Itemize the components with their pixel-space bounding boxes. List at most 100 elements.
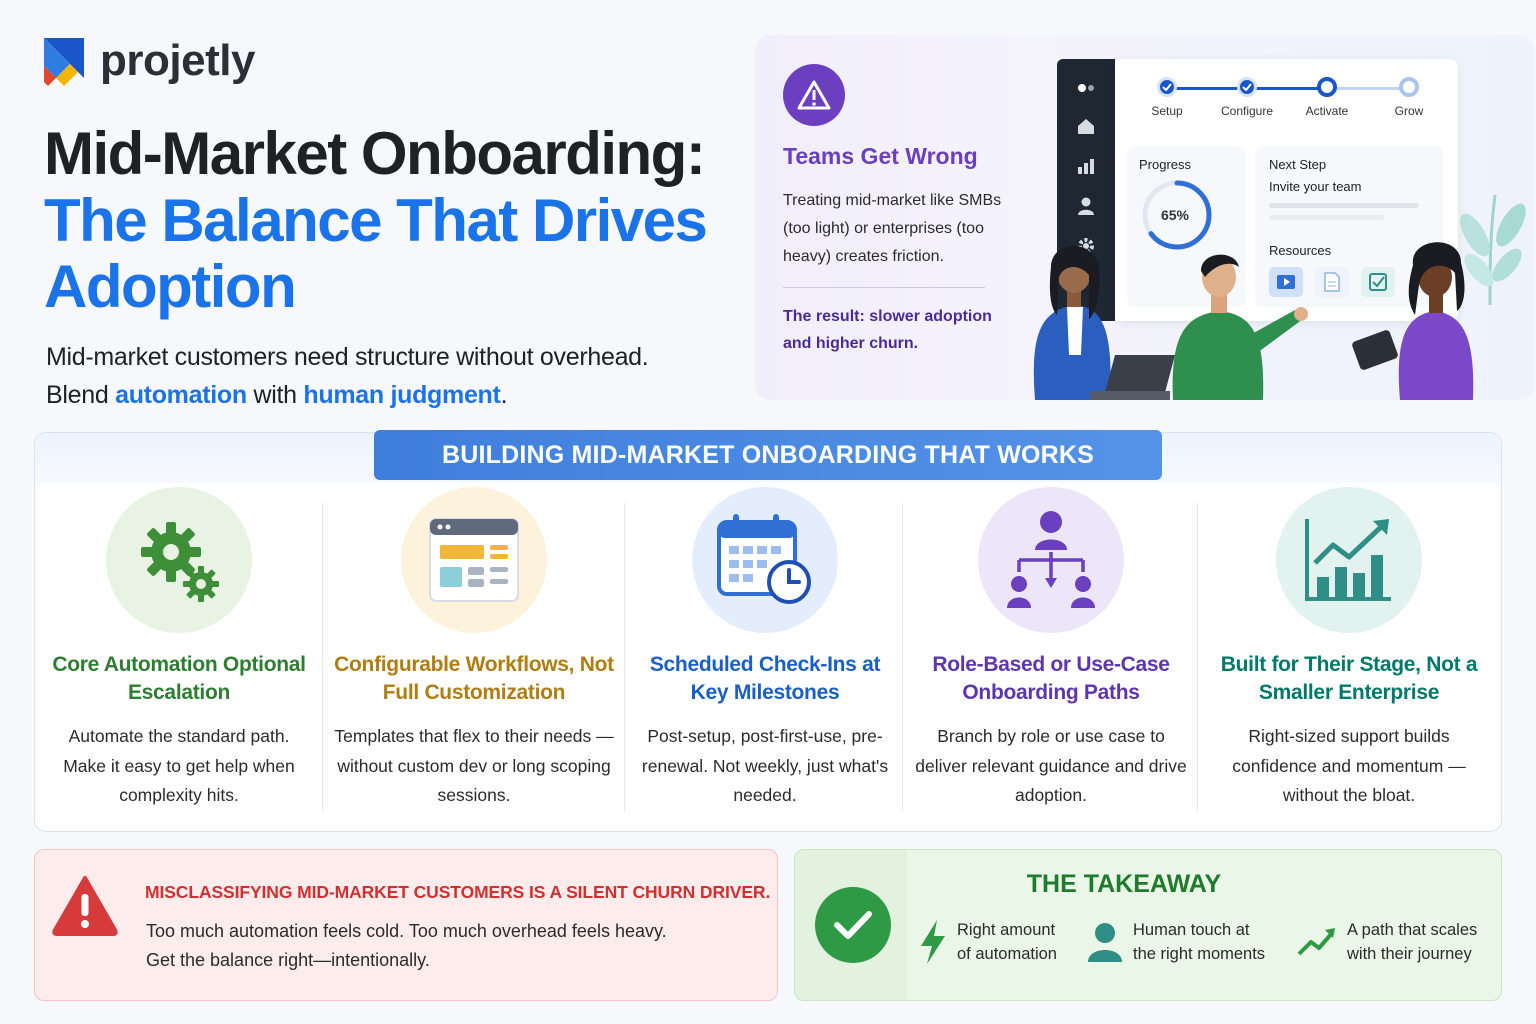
column-body: Templates that flex to their needs — wit… bbox=[334, 726, 614, 805]
teams-get-wrong-card: Teams Get Wrong Treating mid-market like… bbox=[755, 35, 1535, 400]
next-step-value[interactable]: Invite your team bbox=[1269, 179, 1362, 194]
step-grow[interactable]: Grow bbox=[1369, 77, 1449, 118]
home-icon[interactable] bbox=[1075, 115, 1097, 137]
takeaway-text: A path that scales with their journey bbox=[1347, 918, 1477, 966]
takeaway-text: Human touch at the right moments bbox=[1133, 918, 1265, 966]
placeholder-bar bbox=[1269, 215, 1384, 220]
takeaway-line: the right moments bbox=[1133, 945, 1266, 963]
column-body: Post-setup, post-first-use, pre-renewal.… bbox=[641, 726, 889, 805]
settings-gear-icon[interactable] bbox=[1075, 235, 1097, 257]
checkmark-icon bbox=[815, 887, 891, 963]
column-title: Configurable Workflows, Not Full Customi… bbox=[334, 653, 614, 704]
step-label: Setup bbox=[1151, 104, 1183, 118]
column-title: Role-Based or Use-Case Onboarding Paths bbox=[932, 653, 1170, 704]
subtitle-suffix: . bbox=[500, 381, 508, 409]
takeaway-item-human-touch: Human touch at the right moments bbox=[1087, 918, 1265, 966]
subtitle-prefix: Blend bbox=[46, 381, 116, 409]
subtitle-line-2: Blend automation with human judgment. bbox=[46, 376, 648, 414]
woman-laptop-illustration bbox=[1033, 245, 1175, 400]
progress-widget: Progress 65% bbox=[1127, 147, 1245, 307]
checklist-resource-icon[interactable] bbox=[1361, 267, 1395, 297]
man-pointing-illustration bbox=[1172, 254, 1308, 400]
warning-icon bbox=[783, 64, 845, 126]
step-setup[interactable]: Setup bbox=[1127, 77, 1207, 118]
column-title: Core Automation Optional Escalation bbox=[52, 653, 306, 704]
team-illustration bbox=[1033, 242, 1474, 400]
template-window-icon bbox=[401, 487, 547, 633]
column-divider bbox=[1197, 503, 1198, 811]
step-label: Activate bbox=[1305, 104, 1349, 118]
brand-name: projetly bbox=[100, 36, 255, 85]
title-line-1: Mid-Market Onboarding: bbox=[44, 120, 706, 187]
page-subtitle: Mid-market customers need structure with… bbox=[46, 338, 649, 414]
column-title: Built for Their Stage, Not a Smaller Ent… bbox=[1220, 653, 1478, 704]
takeaway-line: Human touch at bbox=[1133, 921, 1250, 939]
future-step-icon bbox=[1399, 77, 1419, 97]
wrong-title: Teams Get Wrong bbox=[783, 143, 978, 169]
alert-body: Too much automation feels cold. Too much… bbox=[146, 917, 667, 975]
takeaway-line: Right amount bbox=[957, 921, 1056, 939]
gears-icon bbox=[106, 487, 252, 633]
menu-dots-icon[interactable] bbox=[1075, 77, 1097, 99]
leaf-decoration-icon bbox=[1460, 194, 1526, 305]
stepper-line-remaining bbox=[1327, 87, 1409, 90]
subtitle-mid: with bbox=[246, 381, 304, 409]
resources-label: Resources bbox=[1269, 243, 1332, 258]
column-title: Scheduled Check-Ins at Key Milestones bbox=[649, 653, 881, 704]
placeholder-bar bbox=[1269, 203, 1419, 208]
wrong-result: The result: slower adoption and higher c… bbox=[783, 308, 992, 352]
projetly-logo-icon bbox=[44, 38, 84, 86]
lightning-icon bbox=[921, 920, 945, 964]
branching-roles-icon bbox=[978, 487, 1124, 633]
column-divider bbox=[902, 503, 903, 811]
app-dashboard-panel: Setup Configure Activate Grow Progress 6… bbox=[1115, 59, 1458, 321]
highlight-automation: automation bbox=[115, 381, 247, 409]
document-resource-icon[interactable] bbox=[1315, 267, 1349, 297]
churn-warning-card: MISCLASSIFYING MID-MARKET CUSTOMERS IS A… bbox=[34, 849, 778, 1001]
step-label: Grow bbox=[1394, 104, 1424, 118]
takeaway-line: with their journey bbox=[1347, 945, 1472, 963]
woman-tablet-illustration bbox=[1352, 242, 1474, 400]
user-icon[interactable] bbox=[1075, 195, 1097, 217]
building-onboarding-section: BUILDING MID-MARKET ONBOARDING THAT WORK… bbox=[34, 430, 1502, 832]
alert-title: MISCLASSIFYING MID-MARKET CUSTOMERS IS A… bbox=[145, 882, 771, 902]
highlight-human-judgment: human judgment bbox=[303, 381, 501, 409]
subtitle-line-1: Mid-market customers need structure with… bbox=[46, 343, 649, 371]
column-core-automation: Core Automation Optional Escalation Auto… bbox=[45, 487, 313, 817]
video-resource-icon[interactable] bbox=[1269, 267, 1303, 297]
onboarding-stepper: Setup Configure Activate Grow bbox=[1127, 77, 1447, 127]
step-configure[interactable]: Configure bbox=[1207, 77, 1287, 118]
takeaway-item-scalable-path: A path that scales with their journey bbox=[1297, 918, 1477, 966]
wrong-body: Treating mid-market like SMBs (too light… bbox=[783, 192, 1002, 265]
column-configurable-workflows: Configurable Workflows, Not Full Customi… bbox=[330, 487, 618, 817]
person-icon bbox=[1088, 923, 1122, 962]
progress-value: 65% bbox=[1160, 207, 1190, 223]
column-built-for-stage: Built for Their Stage, Not a Smaller Ent… bbox=[1207, 487, 1491, 817]
takeaway-title: THE TAKEAWAY bbox=[1026, 870, 1222, 898]
takeaway-line: A path that scales bbox=[1347, 921, 1478, 939]
step-label: Configure bbox=[1220, 104, 1274, 118]
step-activate[interactable]: Activate bbox=[1287, 77, 1367, 118]
check-icon bbox=[1157, 77, 1177, 97]
column-scheduled-checkins: Scheduled Check-Ins at Key Milestones Po… bbox=[632, 487, 898, 817]
chart-icon[interactable] bbox=[1075, 155, 1097, 177]
growth-chart-icon bbox=[1276, 487, 1422, 633]
calendar-clock-icon bbox=[692, 487, 838, 633]
column-divider bbox=[624, 503, 625, 811]
stepper-line bbox=[1167, 87, 1409, 90]
next-step-label: Next Step bbox=[1269, 157, 1327, 172]
current-step-icon bbox=[1317, 77, 1337, 97]
column-body: Right-sized support builds confidence an… bbox=[1232, 726, 1466, 805]
takeaway-icon-panel bbox=[795, 850, 907, 1000]
brand-logo[interactable]: projetly bbox=[40, 36, 255, 86]
section-banner: BUILDING MID-MARKET ONBOARDING THAT WORK… bbox=[374, 430, 1162, 480]
column-body: Automate the standard path. Make it easy… bbox=[63, 726, 295, 805]
column-role-based-paths: Role-Based or Use-Case Onboarding Paths … bbox=[912, 487, 1190, 817]
alert-triangle-icon bbox=[52, 876, 118, 936]
check-icon bbox=[1237, 77, 1257, 97]
page-title: Mid-Market Onboarding: The Balance That … bbox=[44, 120, 744, 320]
column-divider bbox=[322, 503, 323, 811]
